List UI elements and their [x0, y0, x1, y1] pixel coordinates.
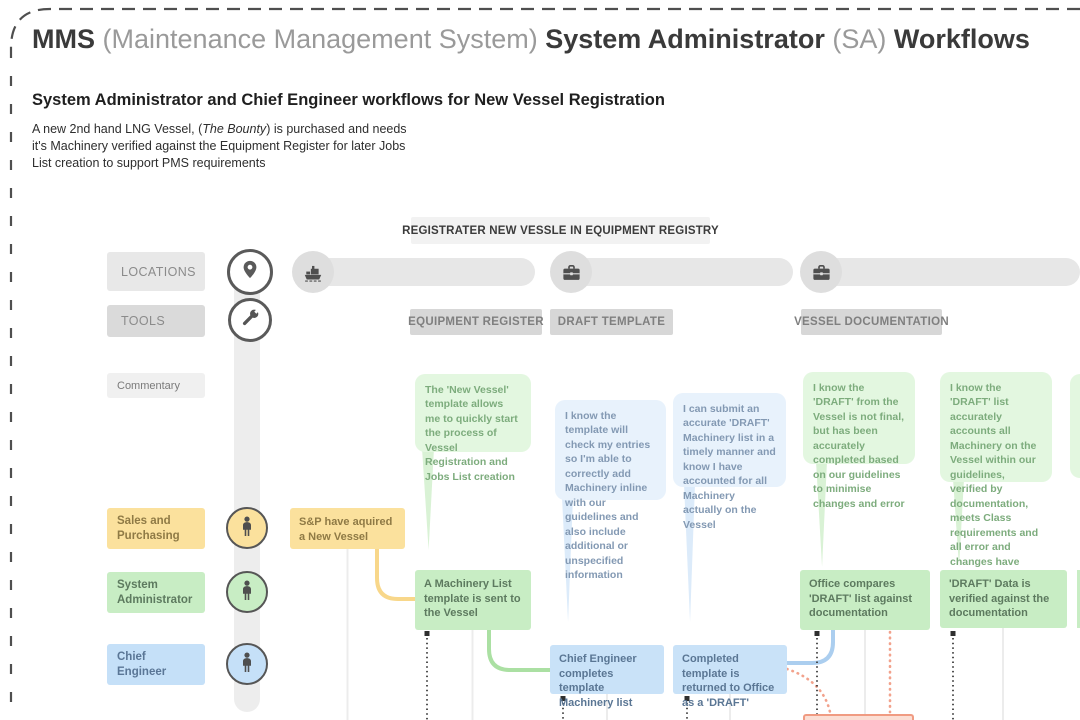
process-banner[interactable]: REGISTRATER NEW VESSLE IN EQUIPMENT REGI…	[402, 217, 719, 244]
page-title: MMS (Maintenance Management System) Syst…	[32, 24, 1030, 55]
briefcase-icon[interactable]	[550, 251, 592, 293]
lane-label-locations[interactable]: LOCATIONS	[107, 252, 205, 291]
briefcase-icon[interactable]	[800, 251, 842, 293]
chief-engineer-role-marker[interactable]	[226, 643, 268, 685]
role-label-chief-engineer[interactable]: Chief Engineer	[107, 644, 205, 685]
lane-label-tools[interactable]: TOOLS	[107, 305, 205, 337]
title-sa: System Administrator	[545, 24, 825, 54]
step-office-compares-draft[interactable]: Office compares 'DRAFT' list against doc…	[800, 570, 930, 630]
timeline-pill-1[interactable]	[300, 258, 535, 286]
tools-lane-marker[interactable]	[228, 298, 272, 342]
step-machinery-list-sent[interactable]: A Machinery List template is sent to the…	[415, 570, 531, 630]
step-cut-off[interactable]	[1077, 570, 1080, 628]
timeline-pill-2[interactable]	[558, 258, 793, 286]
title-paren1: (Maintenance Management System)	[102, 24, 538, 54]
comment-draft-not-final[interactable]: I know the 'DRAFT' from the Vessel is no…	[803, 372, 915, 510]
stage-label-vessel-documentation[interactable]: VESSEL DOCUMENTATION	[794, 309, 949, 335]
scenario-description: A new 2nd hand LNG Vessel, (The Bounty) …	[32, 122, 407, 171]
comment-tail	[816, 461, 827, 567]
role-label-system-administrator[interactable]: System Administrator	[107, 572, 205, 613]
comment-submit-draft[interactable]: I can submit an accurate 'DRAFT' Machine…	[673, 393, 786, 531]
connector-yellow	[375, 549, 415, 601]
map-pin-icon	[237, 257, 263, 288]
system-admin-role-marker[interactable]	[226, 571, 268, 613]
stage-label-equipment-register[interactable]: EQUIPMENT REGISTER	[408, 309, 544, 335]
step-returned-as-draft[interactable]: Completed template is returned to Office…	[673, 645, 787, 709]
comment-tail	[684, 484, 695, 622]
connector-salmon-curve	[785, 667, 832, 714]
timeline-pill-3[interactable]	[808, 258, 1080, 286]
connector-blue	[786, 630, 835, 665]
person-icon	[235, 650, 259, 679]
role-label-sales-purchasing[interactable]: Sales and Purchasing	[107, 508, 205, 549]
ship-icon[interactable]	[292, 251, 334, 293]
person-icon	[235, 578, 259, 607]
step-cut-off-bottom[interactable]	[803, 714, 914, 720]
stage-label-draft-template[interactable]: DRAFT TEMPLATE	[550, 309, 673, 335]
locations-lane-marker[interactable]	[227, 249, 273, 295]
lane-label-commentary[interactable]: Commentary	[107, 373, 205, 398]
step-draft-data-verified[interactable]: 'DRAFT' Data is verified against the doc…	[940, 570, 1067, 628]
step-sp-acquired-vessel[interactable]: S&P have aquired a New Vessel	[290, 508, 405, 549]
vessel-name-italic: The Bounty	[202, 122, 267, 136]
step-ce-completes-template[interactable]: Chief Engineer completes template Machin…	[550, 645, 664, 709]
person-icon	[235, 514, 259, 543]
comment-new-vessel-template[interactable]: The 'New Vessel' template allows me to q…	[415, 374, 531, 483]
comment-template-checks[interactable]: I know the template will check my entrie…	[555, 400, 666, 581]
wrench-icon	[238, 305, 263, 335]
sales-role-marker[interactable]	[226, 507, 268, 549]
comment-draft-accounts-all[interactable]: I know the 'DRAFT' list accurately accou…	[940, 372, 1052, 582]
comment-cut-off[interactable]	[1070, 374, 1080, 478]
connector-green	[487, 630, 550, 672]
title-mms: MMS	[32, 24, 95, 54]
title-workflows: Workflows	[893, 24, 1030, 54]
comment-tail	[953, 479, 964, 567]
page-subtitle: System Administrator and Chief Engineer …	[32, 91, 665, 109]
comment-tail	[562, 497, 573, 622]
title-paren2: (SA)	[832, 24, 887, 54]
